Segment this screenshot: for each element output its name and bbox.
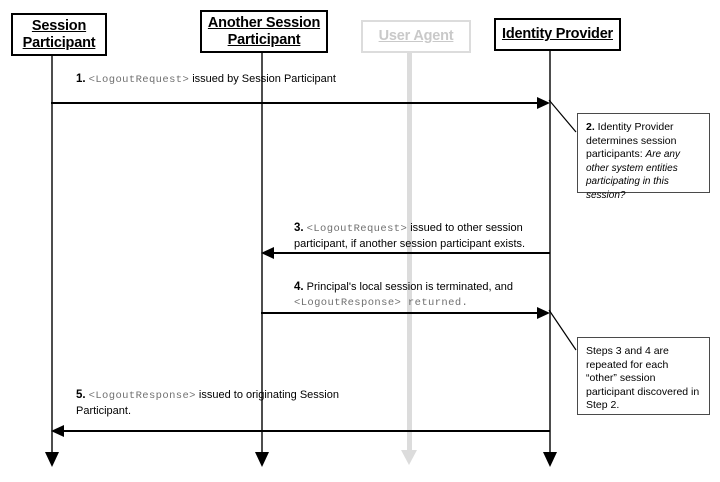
message-3-line [274,252,550,254]
actor-another-session-participant-label: Another Session Participant [207,14,321,48]
actor-identity-provider[interactable]: Identity Provider [494,18,621,51]
message-5-line [64,430,550,432]
actor-user-agent[interactable]: User Agent [361,20,471,53]
connector-note-step-2 [548,99,577,133]
note-step-2-emphasis: Are any other system entities participat… [586,149,680,201]
actor-session-participant[interactable]: Session Participant [11,13,107,56]
actor-session-participant-label: Session Participant [22,17,96,51]
message-4-line1: Principal's local session is terminated,… [306,281,513,293]
note-step-2-text: Identity Provider determines session par… [586,121,677,160]
message-3-label: 3. <LogoutRequest> issued to other sessi… [294,221,544,251]
actor-user-agent-label: User Agent [378,28,454,44]
note-repeat: Steps 3 and 4 are repeated for each “oth… [577,337,710,415]
message-4-number: 4. [294,281,304,293]
message-4-line [261,312,537,314]
note-repeat-text: Steps 3 and 4 are repeated for each “oth… [586,345,700,411]
message-5-label: 5. <LogoutResponse> issued to originatin… [76,388,376,418]
lifeline-end-arrow-session-participant [45,452,59,467]
message-5-text: issued to originating Session Participan… [76,389,339,417]
actor-another-session-participant[interactable]: Another Session Participant [200,10,328,53]
note-step-2: 2. Identity Provider determines session … [577,113,710,201]
actor-identity-provider-label: Identity Provider [501,26,613,42]
message-5-number: 5. [76,389,86,401]
message-1-text: issued by Session Participant [189,73,336,85]
message-1-number: 1. [76,73,86,85]
message-3-number: 3. [294,222,304,234]
message-1-mono: <LogoutRequest> [88,74,190,86]
lifeline-end-arrow-user-agent [401,450,417,465]
message-4-label: 4. Principal's local session is terminat… [294,280,544,310]
message-1-line [51,102,538,104]
connector-note-repeat [548,309,577,351]
lifeline-identity-provider [549,50,551,455]
message-3-arrowhead [261,247,274,259]
note-step-2-number: 2. [586,121,595,133]
message-3-text: issued to other session participant, if … [294,222,526,250]
message-5-mono: <LogoutResponse> [88,390,196,402]
message-1-arrowhead [537,97,550,109]
message-5-arrowhead [51,425,64,437]
message-1-label: 1. <LogoutRequest> issued by Session Par… [76,72,396,88]
message-4-arrowhead [537,307,550,319]
message-3-mono: <LogoutRequest> [306,223,408,235]
lifeline-end-arrow-another-session-participant [255,452,269,467]
message-4-mono: <LogoutResponse> [294,296,402,309]
lifeline-session-participant [51,55,53,455]
lifeline-end-arrow-identity-provider [543,452,557,467]
message-4-text: returned. [401,296,469,309]
